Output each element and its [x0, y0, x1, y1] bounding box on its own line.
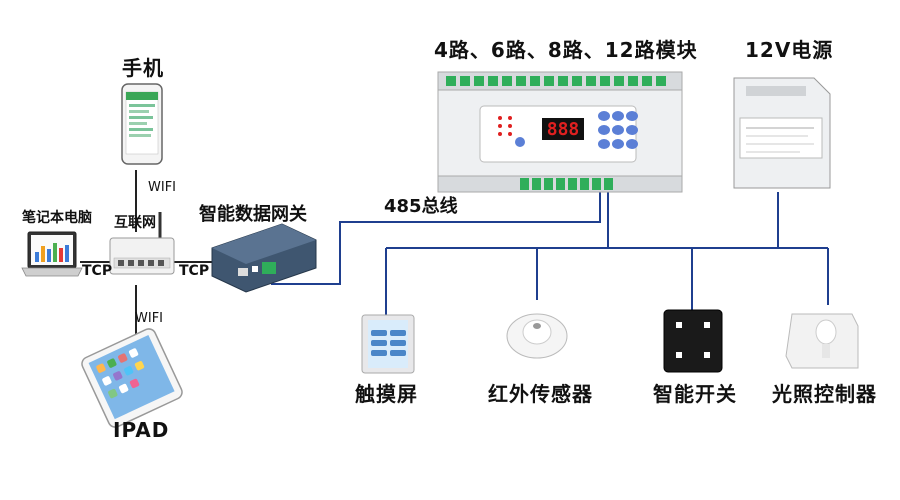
power-label: 12V电源: [745, 38, 834, 62]
infrared-sensor-device: [506, 313, 568, 359]
infrared-label: 红外传感器: [488, 382, 593, 406]
touchscreen-label: 触摸屏: [355, 382, 418, 406]
power-supply-device: [733, 77, 831, 189]
relay-module-device: 888: [437, 71, 683, 193]
internet-label: 互联网: [114, 215, 156, 231]
ipad-label: IPAD: [113, 418, 170, 442]
router-device: [109, 212, 175, 275]
light-controller-label: 光照控制器: [772, 382, 877, 406]
phone-device: [121, 83, 163, 165]
gateway-label: 智能数据网关: [199, 204, 307, 225]
wifi-bottom-label: WIFI: [135, 311, 163, 326]
smart-switch-label: 智能开关: [653, 382, 737, 406]
smart-switch-device: [663, 309, 723, 373]
tcp-right-label: TCP: [179, 263, 210, 279]
bus-label: 485总线: [384, 196, 458, 217]
module-label: 4路、6路、8路、12路模块: [434, 38, 698, 62]
tcp-left-label: TCP: [82, 263, 113, 279]
laptop-device: [21, 231, 83, 277]
ipad-device: [81, 328, 183, 428]
gateway-device: [211, 223, 317, 293]
phone-label: 手机: [122, 56, 164, 80]
wifi-top-label: WIFI: [148, 180, 176, 195]
light-controller-device: [785, 313, 859, 369]
laptop-label: 笔记本电脑: [22, 210, 92, 226]
module-display-digits: 888: [547, 119, 580, 140]
touchscreen-device: [361, 314, 415, 374]
